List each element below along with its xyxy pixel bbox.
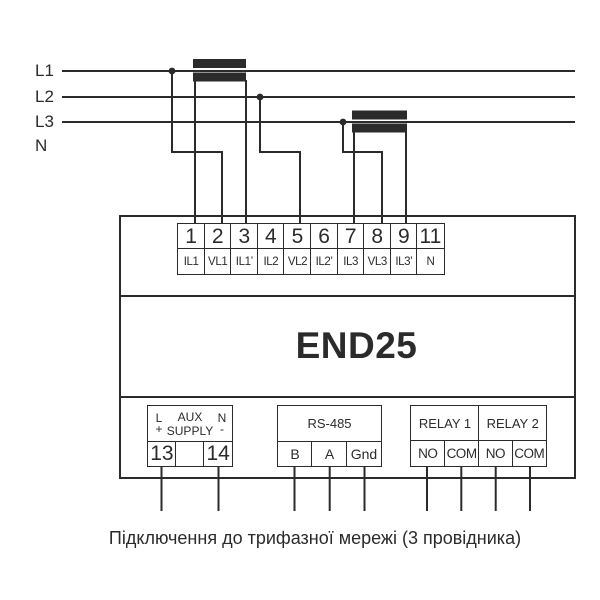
current-transformer-l1-top-bar — [193, 59, 246, 68]
phase-label-l1: L1 — [35, 61, 54, 80]
terminal-9-label: IL3’ — [389, 248, 418, 276]
relay1-terminal-com: COM — [443, 440, 480, 468]
aux-neutral-label: N — [217, 411, 227, 425]
aux-supply-block: L + AUX SUPPLY N - 13 14 — [147, 405, 234, 468]
rs485-block: RS-485 B A Gnd — [277, 405, 382, 468]
terminal-3-label: IL1’ — [230, 248, 259, 276]
rs485-title: RS-485 — [307, 416, 352, 431]
junction-dot-l3 — [339, 118, 347, 126]
aux-terminal-blank — [175, 440, 205, 468]
aux-right-marking: N - — [215, 411, 229, 436]
aux-plus-label: + — [155, 422, 163, 436]
rs485-terminal-row: B A Gnd — [277, 440, 382, 468]
terminal-number-row: 1 2 3 4 5 6 7 8 9 11 — [177, 223, 445, 250]
terminal-7: 7 — [336, 223, 365, 250]
relay-title-row: RELAY 1 RELAY 2 — [410, 405, 547, 442]
aux-terminal-13: 13 — [147, 440, 177, 468]
relay-terminal-row: NO COM NO COM — [410, 440, 547, 468]
phase-label-l2: L2 — [35, 87, 54, 106]
current-transformer-l3-top-bar — [352, 110, 407, 120]
device-divider-bottom — [119, 396, 576, 398]
device-divider-top — [119, 295, 576, 297]
phase-label-l3: L3 — [35, 112, 54, 131]
wire-vl1-tap — [171, 71, 223, 224]
terminal-1-label: IL1 — [177, 248, 206, 276]
aux-minus-label: - — [220, 422, 224, 436]
terminal-5-label: VL2 — [283, 248, 312, 276]
terminal-7-label: IL3 — [336, 248, 365, 276]
rs485-title-box: RS-485 — [277, 405, 382, 442]
junction-dot-l1 — [168, 67, 176, 75]
relay-block: RELAY 1 RELAY 2 NO COM NO COM — [410, 405, 547, 468]
rs485-terminal-gnd: Gnd — [345, 440, 382, 468]
device-model-label: END25 — [295, 325, 418, 366]
aux-title-line2: SUPPLY — [166, 424, 214, 438]
aux-terminal-row: 13 14 — [147, 440, 234, 468]
terminal-strip: 1 2 3 4 5 6 7 8 9 11 IL1 VL1 IL1’ IL2 VL… — [177, 223, 445, 276]
aux-supply-title: AUX SUPPLY — [148, 410, 232, 438]
phase-label-n: N — [35, 136, 48, 155]
aux-terminal-14: 14 — [203, 440, 234, 468]
junction-dot-l2 — [256, 93, 264, 101]
relay2-terminal-com: COM — [511, 440, 547, 468]
terminal-8-label: VL3 — [363, 248, 392, 276]
terminal-1: 1 — [177, 223, 206, 250]
terminal-4-label: IL2 — [256, 248, 285, 276]
aux-line-label: L — [155, 411, 163, 425]
wire-vl3-tap — [342, 122, 383, 224]
terminal-8: 8 — [363, 223, 392, 250]
terminal-6-label: IL2’ — [309, 248, 339, 276]
wire-vl2-tap — [259, 97, 301, 224]
aux-left-marking: L + — [152, 411, 166, 436]
relay2-title: RELAY 2 — [478, 405, 547, 442]
relay2-terminal-no: NO — [477, 440, 514, 468]
rs485-terminal-b: B — [277, 440, 314, 468]
terminal-9: 9 — [389, 223, 418, 250]
terminal-11-label: N — [416, 248, 445, 276]
rs485-terminal-a: A — [311, 440, 348, 468]
diagram-caption: Підключення до трифазної мережі (3 прові… — [108, 528, 522, 548]
terminal-2-label: VL1 — [203, 248, 232, 276]
terminal-2: 2 — [203, 223, 232, 250]
relay1-title: RELAY 1 — [410, 405, 480, 442]
aux-supply-title-box: L + AUX SUPPLY N - — [147, 405, 233, 442]
terminal-6: 6 — [309, 223, 339, 250]
aux-title-line1: AUX — [177, 410, 203, 424]
terminal-5: 5 — [283, 223, 312, 250]
terminal-4: 4 — [256, 223, 285, 250]
current-transformer-l3-bottom-bar — [352, 123, 407, 133]
current-transformer-l1-bottom-bar — [193, 72, 246, 82]
relay1-terminal-no: NO — [410, 440, 446, 468]
terminal-11: 11 — [416, 223, 445, 250]
terminal-label-row: IL1 VL1 IL1’ IL2 VL2 IL2’ IL3 VL3 IL3’ N — [177, 248, 445, 276]
terminal-3: 3 — [230, 223, 259, 250]
